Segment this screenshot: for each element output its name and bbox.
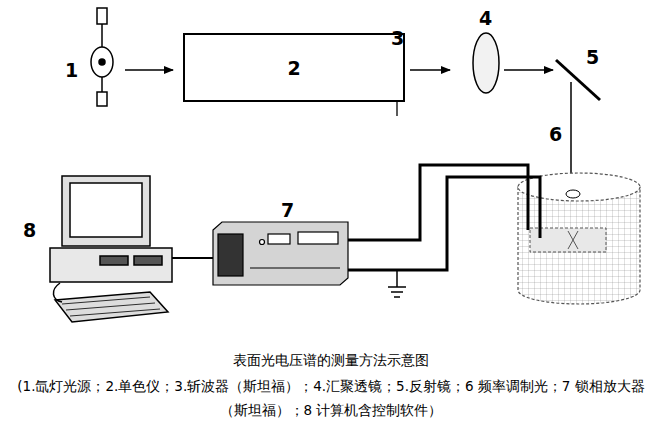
callout-number: 6 [549,123,562,145]
callout-number: 1 [65,59,78,81]
monochromator-box: 2 [183,33,405,102]
callout-number: 3 [391,27,404,49]
callout-number: 8 [23,219,36,241]
light-beam [504,69,553,71]
lock-in-amplifier [213,222,348,285]
xenon-lamp [91,8,113,106]
ground-symbol [388,270,406,297]
light-beam [418,70,463,71]
sample-chamber [518,173,640,304]
light-beam [410,69,450,71]
figure-title: 表面光电压谱的测量方法示意图 [8,348,654,372]
callout-number: 2 [287,57,300,79]
callout-number: 5 [586,46,599,68]
computer [50,176,172,322]
figure-caption: (1.氙灯光源；2.单色仪；3.斩波器（斯坦福）；4.汇聚透镜；5.反射镜；6 … [8,374,654,422]
callout-number: 7 [281,199,294,221]
callout-number: 4 [479,7,492,29]
converging-lens [473,33,499,93]
